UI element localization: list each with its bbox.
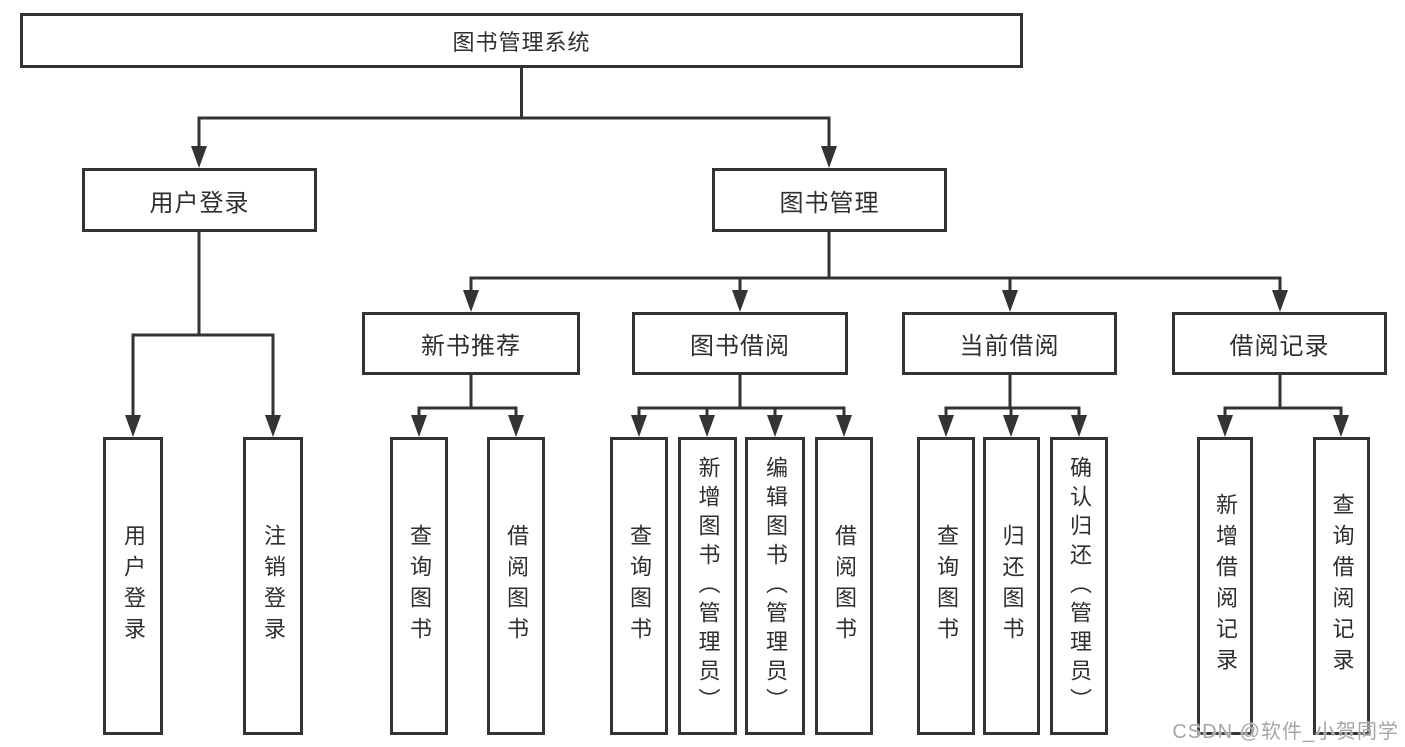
node-book-borrow: 图书借阅	[632, 312, 848, 375]
leaf-query-borrow-record: 查询借阅记录	[1313, 437, 1370, 735]
node-current-borrow-label: 当前借阅	[959, 333, 1060, 360]
leaf-confirm-return-admin: 确认归还（管理员）	[1050, 437, 1108, 735]
leaf-add-books-admin: 新增图书（管理员）	[678, 437, 737, 735]
node-new-book-recommend-label: 新书推荐	[421, 333, 521, 360]
node-current-borrow: 当前借阅	[902, 312, 1117, 375]
leaf-return-books: 归还图书	[983, 437, 1040, 735]
leaf-borrow-books-recommend: 借阅图书	[487, 437, 545, 735]
node-root-label: 图书管理系统	[452, 29, 591, 55]
node-book-borrow-label: 图书借阅	[690, 333, 790, 360]
node-borrow-record-label: 借阅记录	[1229, 333, 1330, 360]
leaf-add-borrow-record: 新增借阅记录	[1197, 437, 1253, 735]
node-new-book-recommend: 新书推荐	[362, 312, 580, 375]
csdn-watermark: CSDN @软件_小贺同学	[1172, 721, 1399, 743]
leaf-query-books-borrow: 查询图书	[610, 437, 668, 735]
leaf-edit-books-admin: 编辑图书（管理员）	[745, 437, 805, 735]
node-borrow-record: 借阅记录	[1172, 312, 1387, 375]
leaf-borrow-books: 借阅图书	[815, 437, 873, 735]
leaf-logout: 注销登录	[243, 437, 303, 735]
node-user-login-label: 用户登录	[149, 189, 250, 217]
node-book-management-label: 图书管理	[779, 189, 880, 217]
leaf-user-login: 用户登录	[103, 437, 163, 735]
node-book-management: 图书管理	[712, 168, 947, 232]
node-user-login: 用户登录	[82, 168, 317, 232]
leaf-query-books-current: 查询图书	[917, 437, 975, 735]
leaf-query-books-recommend: 查询图书	[390, 437, 448, 735]
node-root: 图书管理系统	[20, 13, 1023, 68]
